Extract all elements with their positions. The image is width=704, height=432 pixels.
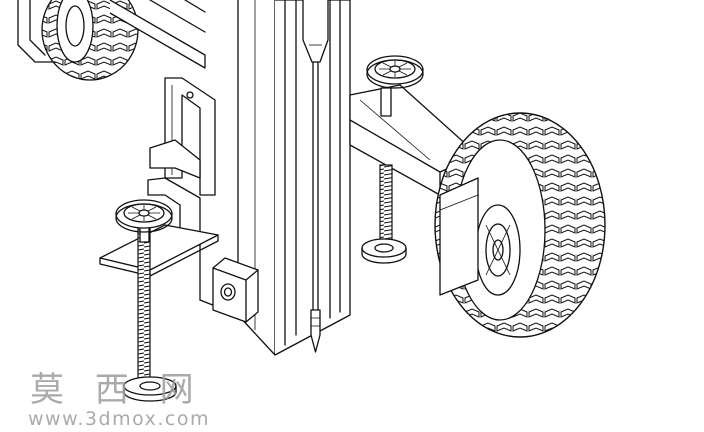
left-handwheel-icon bbox=[115, 199, 173, 243]
right-handwheel-icon bbox=[366, 55, 424, 89]
left-lead-screw bbox=[123, 225, 177, 402]
upper-beam bbox=[109, 0, 206, 69]
watermark-chinese: 莫 西 网 bbox=[30, 370, 204, 410]
wheel-top-left bbox=[17, 0, 139, 81]
watermark-url: www.3dmox.com bbox=[28, 408, 210, 430]
drill-bit bbox=[302, 0, 329, 353]
right-lead-screw bbox=[361, 87, 407, 264]
left-bracket bbox=[147, 77, 216, 246]
wheel-mount-bracket bbox=[439, 177, 479, 296]
bearing-block bbox=[212, 257, 259, 323]
